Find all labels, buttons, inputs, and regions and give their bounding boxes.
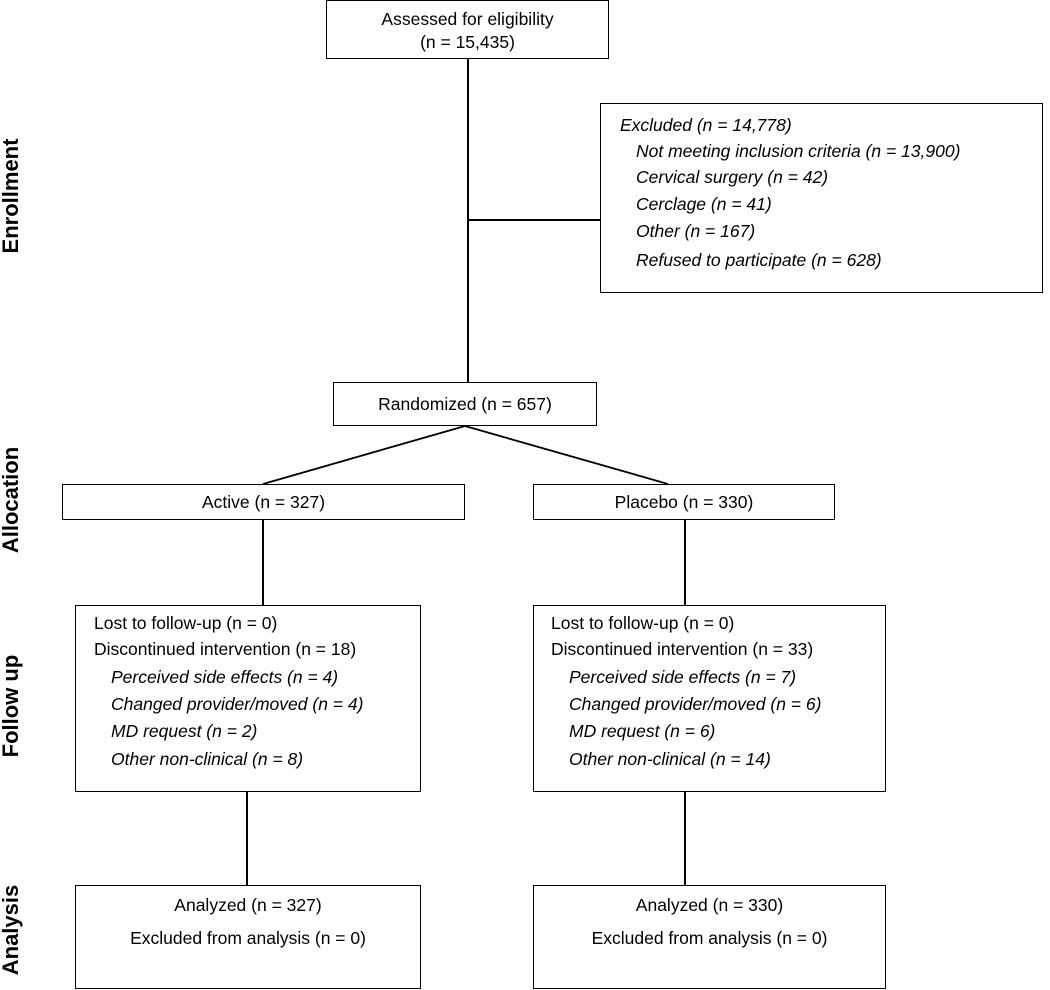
active-excluded-from-analysis: Excluded from analysis (n = 0) [130, 928, 366, 948]
placebo-reason: Changed provider/moved (n = 6) [569, 694, 822, 714]
randomized-box: Randomized (n = 657) [333, 382, 597, 426]
active-followup-box: Lost to follow-up (n = 0) Discontinued i… [75, 605, 421, 792]
active-analyzed: Analyzed (n = 327) [174, 895, 322, 915]
connector-active-followup [262, 520, 264, 605]
active-reason: Changed provider/moved (n = 4) [111, 694, 364, 714]
excluded-item: Other (n = 167) [636, 221, 756, 241]
placebo-lost-to-followup: Lost to follow-up (n = 0) [551, 613, 735, 633]
assessed-box: Assessed for eligibility (n = 15,435) [326, 0, 609, 59]
excluded-item: Refused to participate (n = 628) [636, 250, 882, 270]
excluded-item: Cerclage (n = 41) [636, 194, 772, 214]
placebo-analyzed: Analyzed (n = 330) [635, 895, 784, 915]
randomized-label: Randomized (n = 657) [378, 394, 552, 414]
active-reason: Other non-clinical (n = 8) [111, 749, 304, 769]
active-lost-to-followup: Lost to follow-up (n = 0) [94, 613, 278, 633]
active-allocation-label: Active (n = 327) [201, 492, 326, 512]
active-reason: Perceived side effects (n = 4) [111, 667, 339, 687]
active-analysis-box: Analyzed (n = 327) Excluded from analysi… [75, 885, 421, 989]
active-discontinued: Discontinued intervention (n = 18) [94, 639, 357, 659]
placebo-reason: MD request (n = 6) [569, 721, 716, 741]
excluded-box: Excluded (n = 14,778) Not meeting inclus… [600, 103, 1043, 293]
split-line-active [262, 425, 466, 485]
active-allocation-box: Active (n = 327) [62, 484, 465, 520]
placebo-reason: Perceived side effects (n = 7) [569, 667, 797, 687]
excluded-title: Excluded (n = 14,778) [620, 115, 792, 135]
placebo-allocation-box: Placebo (n = 330) [533, 484, 835, 520]
active-reason: MD request (n = 2) [111, 721, 258, 741]
placebo-reason: Other non-clinical (n = 14) [569, 749, 771, 769]
placebo-followup-box: Lost to follow-up (n = 0) Discontinued i… [533, 605, 886, 792]
connector-active-analysis [246, 792, 248, 885]
connector-excluded-branch [467, 219, 600, 221]
assessed-count: (n = 15,435) [420, 32, 515, 52]
placebo-analysis-box: Analyzed (n = 330) Excluded from analysi… [533, 885, 886, 989]
connector-placebo-analysis [684, 792, 686, 885]
excluded-item: Cervical surgery (n = 42) [636, 167, 829, 187]
placebo-allocation-label: Placebo (n = 330) [614, 492, 754, 512]
split-line-placebo [464, 425, 669, 485]
excluded-item: Not meeting inclusion criteria (n = 13,9… [636, 141, 961, 161]
connector-placebo-followup [684, 520, 686, 605]
placebo-excluded-from-analysis: Excluded from analysis (n = 0) [591, 928, 828, 948]
assessed-label: Assessed for eligibility [381, 9, 554, 29]
placebo-discontinued: Discontinued intervention (n = 33) [551, 639, 814, 659]
